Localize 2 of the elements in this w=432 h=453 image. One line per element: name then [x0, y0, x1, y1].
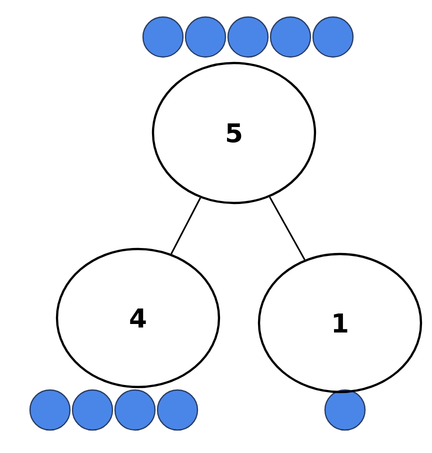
connector-line: [269, 196, 306, 260]
connector-line: [170, 197, 202, 254]
